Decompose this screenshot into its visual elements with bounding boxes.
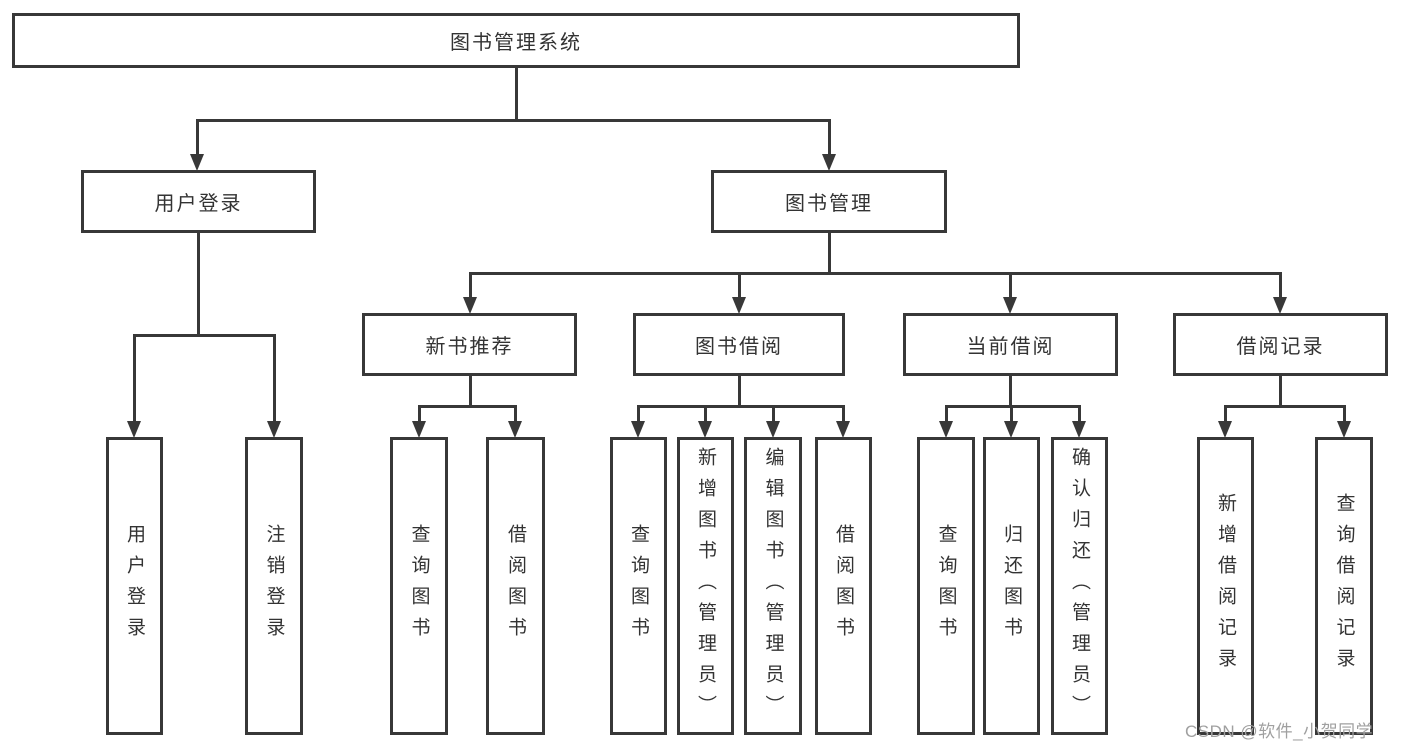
arrowhead-down-icon	[127, 421, 141, 438]
node-label: 编辑图书（管理员）	[762, 446, 784, 726]
connector-line	[841, 406, 845, 423]
node-label: 图书管理系统	[450, 32, 582, 54]
arrowhead-down-icon	[267, 421, 281, 438]
arrowhead-down-icon	[1218, 421, 1232, 438]
node-root: 图书管理系统	[12, 13, 1020, 68]
node-label: 用户登录	[124, 524, 145, 648]
node-leaf-confirm-return: 确认归还（管理员）	[1051, 437, 1108, 735]
connector-line	[468, 271, 1282, 275]
arrowhead-down-icon	[463, 297, 477, 314]
connector-line	[468, 376, 472, 406]
node-leaf-borrow-book-2: 借阅图书	[815, 437, 872, 735]
arrowhead-down-icon	[190, 154, 204, 171]
connector-line	[1342, 406, 1346, 423]
connector-line	[132, 335, 136, 423]
arrowhead-down-icon	[1337, 421, 1351, 438]
node-label: 归还图书	[1001, 524, 1022, 648]
arrowhead-down-icon	[698, 421, 712, 438]
node-label: 图书借阅	[695, 336, 783, 358]
node-current-borrow: 当前借阅	[903, 313, 1118, 376]
connector-line	[703, 406, 707, 423]
connector-line	[827, 233, 831, 273]
node-label: 新增借阅记录	[1215, 493, 1236, 679]
node-label: 注销登录	[263, 524, 285, 648]
node-label: 查询图书	[408, 524, 430, 648]
node-leaf-logout: 注销登录	[245, 437, 303, 735]
node-label: 当前借阅	[966, 336, 1055, 358]
node-label: 查询图书	[628, 524, 649, 648]
connector-line	[1223, 406, 1227, 423]
connector-line	[195, 118, 831, 122]
node-borrow-records: 借阅记录	[1173, 313, 1388, 376]
connector-line	[195, 120, 199, 156]
connector-line	[1278, 273, 1282, 299]
connector-line	[1009, 406, 1013, 423]
node-label: 查询借阅记录	[1333, 493, 1355, 679]
node-leaf-query-book-3: 查询图书	[917, 437, 975, 735]
connector-line	[944, 404, 1081, 408]
node-leaf-borrow-book-1: 借阅图书	[486, 437, 545, 735]
arrowhead-down-icon	[1004, 421, 1018, 438]
connector-line	[636, 404, 845, 408]
node-leaf-query-record: 查询借阅记录	[1315, 437, 1373, 735]
node-label: 用户登录	[154, 193, 243, 215]
node-new-book-rec: 新书推荐	[362, 313, 577, 376]
node-leaf-add-record: 新增借阅记录	[1197, 437, 1254, 735]
arrowhead-down-icon	[939, 421, 953, 438]
connector-line	[944, 406, 948, 423]
connector-line	[636, 406, 640, 423]
arrowhead-down-icon	[822, 154, 836, 171]
node-user-login: 用户登录	[81, 170, 316, 233]
arrowhead-down-icon	[508, 421, 522, 438]
arrowhead-down-icon	[1072, 421, 1086, 438]
node-label: 借阅图书	[833, 524, 854, 648]
connector-line	[272, 335, 276, 423]
node-label: 借阅记录	[1236, 336, 1325, 358]
connector-line	[771, 406, 775, 423]
node-leaf-user-login: 用户登录	[106, 437, 163, 735]
arrowhead-down-icon	[836, 421, 850, 438]
arrowhead-down-icon	[412, 421, 426, 438]
node-label: 新增图书（管理员）	[695, 446, 716, 726]
arrowhead-down-icon	[1003, 297, 1017, 314]
arrowhead-down-icon	[766, 421, 780, 438]
node-leaf-return-book: 归还图书	[983, 437, 1040, 735]
node-leaf-query-book-1: 查询图书	[390, 437, 448, 735]
connector-line	[1077, 406, 1081, 423]
node-label: 借阅图书	[505, 524, 526, 648]
node-leaf-add-book: 新增图书（管理员）	[677, 437, 734, 735]
arrowhead-down-icon	[1273, 297, 1287, 314]
connector-line	[1223, 404, 1346, 408]
node-leaf-edit-book: 编辑图书（管理员）	[744, 437, 802, 735]
arrowhead-down-icon	[631, 421, 645, 438]
node-label: 新书推荐	[425, 336, 514, 358]
connector-line	[417, 404, 517, 408]
connector-line	[827, 120, 831, 156]
node-book-borrow: 图书借阅	[633, 313, 845, 376]
connector-line	[737, 376, 741, 406]
connector-line	[513, 406, 517, 423]
connector-line	[132, 333, 276, 337]
connector-line	[468, 273, 472, 299]
node-book-mgmt: 图书管理	[711, 170, 947, 233]
node-label: 图书管理	[785, 193, 873, 215]
connector-line	[737, 273, 741, 299]
node-label: 确认归还（管理员）	[1069, 446, 1090, 726]
csdn-watermark: CSDN @软件_小贺同学	[1185, 722, 1374, 741]
connector-line	[514, 68, 518, 120]
connector-line	[1008, 273, 1012, 299]
arrowhead-down-icon	[732, 297, 746, 314]
connector-line	[417, 406, 421, 423]
connector-line	[1278, 376, 1282, 406]
node-leaf-query-book-2: 查询图书	[610, 437, 667, 735]
connector-line	[1008, 376, 1012, 406]
node-label: 查询图书	[935, 524, 957, 648]
connector-line	[196, 233, 200, 335]
